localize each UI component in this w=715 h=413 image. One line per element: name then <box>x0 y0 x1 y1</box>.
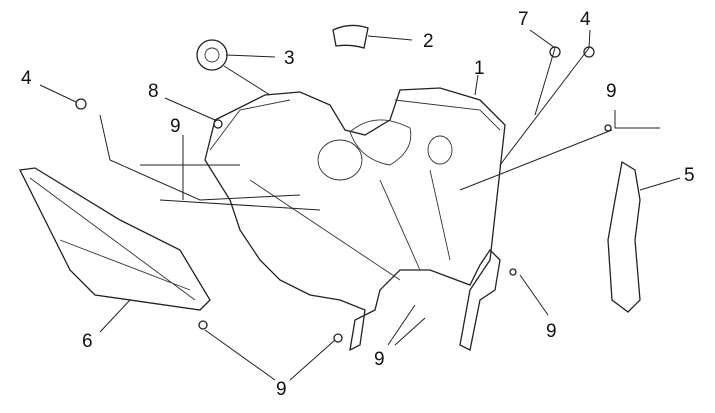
callout-4b: 4 <box>580 9 591 30</box>
callout-6: 6 <box>82 331 93 352</box>
callout-8: 8 <box>148 81 159 102</box>
callout-5: 5 <box>684 165 695 186</box>
part-1-inner-cover <box>204 87 506 352</box>
callout-1: 1 <box>474 58 485 79</box>
callout-9d: 9 <box>374 349 385 370</box>
leader-lines <box>39 29 681 381</box>
part-6-left-panel <box>19 167 211 311</box>
part-5-right-bracket <box>607 160 641 313</box>
part-3-grommet <box>196 39 228 71</box>
callout-9b: 9 <box>606 81 617 102</box>
callout-9a: 9 <box>170 116 181 137</box>
part-2-trim-piece <box>332 24 369 49</box>
callout-4a: 4 <box>21 68 32 89</box>
callout-2: 2 <box>423 31 434 52</box>
callout-3: 3 <box>284 48 295 69</box>
callout-9c: 9 <box>546 321 557 342</box>
callout-7: 7 <box>518 9 529 30</box>
callout-9e: 9 <box>276 379 287 400</box>
